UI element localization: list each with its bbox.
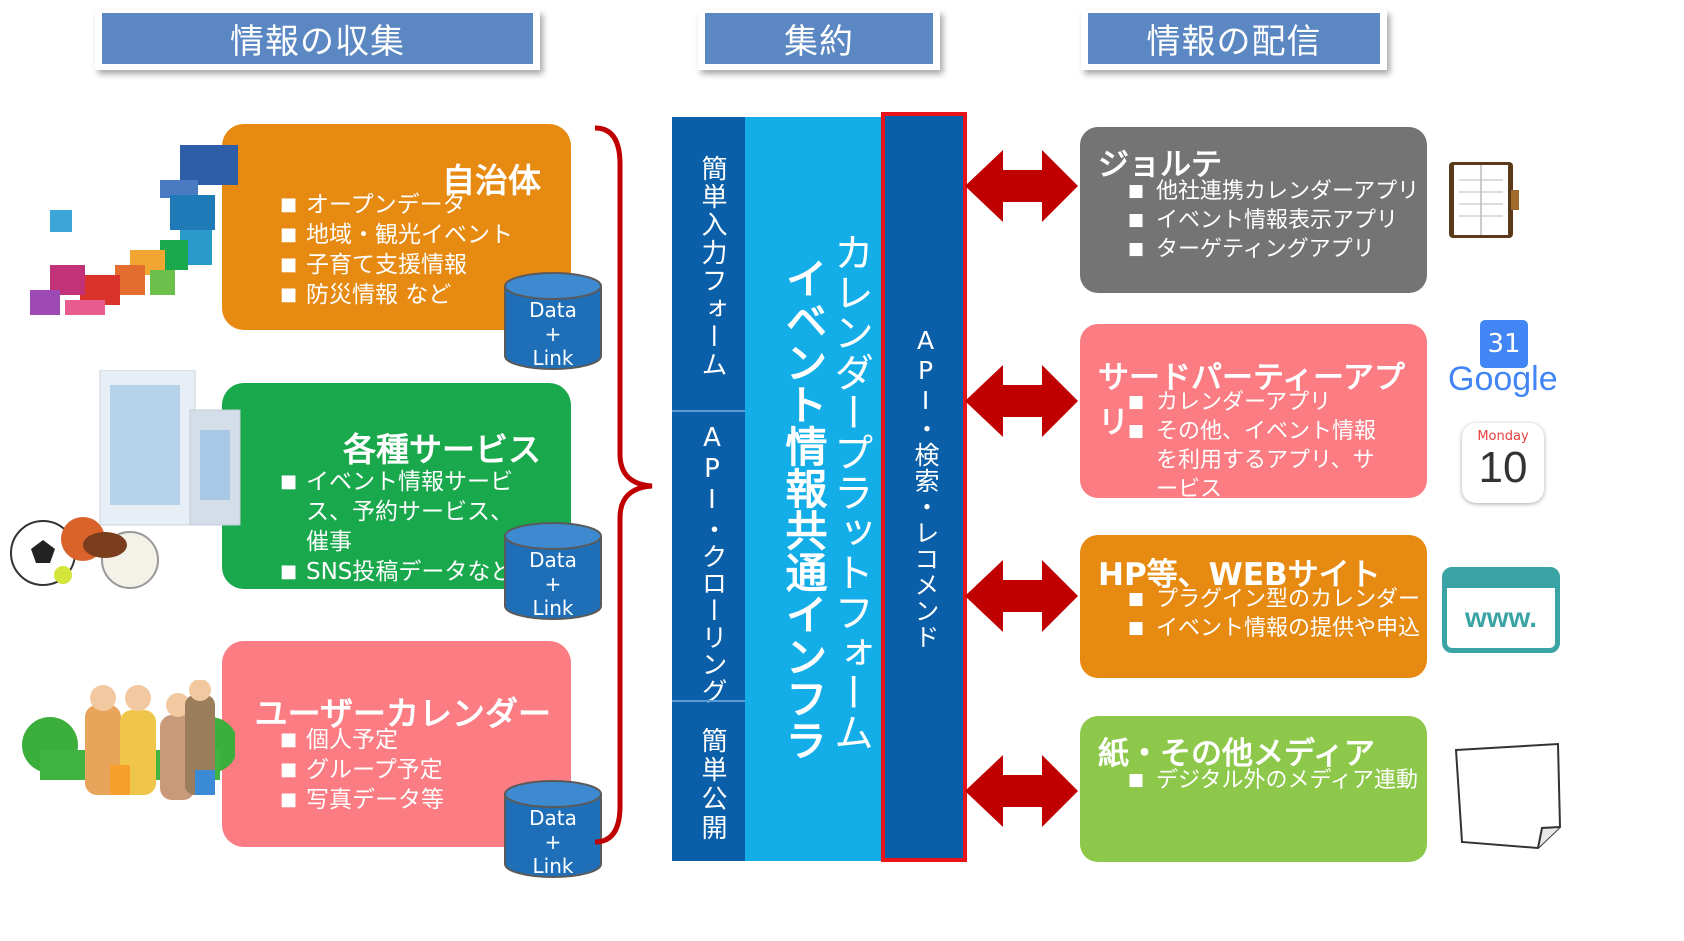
family-icon	[22, 680, 235, 800]
data-link-label: Data+Link	[529, 806, 577, 878]
data-link-label: Data+Link	[529, 548, 577, 620]
api-search-recommend-column: API・検索・レコメンド	[881, 112, 967, 862]
dest-website: HP等、WEBサイト プラグイン型のカレンダー イベント情報の提供や申込	[1080, 535, 1427, 678]
segment-api-crawling: API・クローリング	[697, 423, 727, 705]
data-cylinder-1: Data+Link	[502, 272, 604, 372]
segment-simple-publish: 簡単公開	[697, 727, 727, 843]
database-icon	[504, 780, 602, 878]
dest-third-party-list: カレンダーアプリ その他、イベント情報を利用するアプリ、サービス	[1128, 388, 1388, 504]
sports-balls-icon	[10, 517, 159, 589]
api-search-recommend-label: API・検索・レコメンド	[911, 326, 940, 650]
paper-note-icon	[1454, 742, 1562, 850]
data-link-label: Data+Link	[529, 298, 577, 370]
source-municipality: 自治体 オープンデータ 地域・観光イベント 子育て支援情報 防災情報 など	[222, 124, 571, 330]
ical-weekday: Monday	[1477, 429, 1529, 444]
google-logo: Google	[1448, 360, 1558, 398]
dest-jorte: ジョルテ 他社連携カレンダーアプリ イベント情報表示アプリ ターゲティングアプリ	[1080, 127, 1427, 293]
source-services-list: イベント情報サービス、予約サービス、催事 SNS投稿データなど	[280, 467, 520, 587]
platform-title-line2: イベント情報共通インフラ	[779, 257, 828, 761]
list-item: 防災情報 など	[280, 280, 513, 310]
list-item: オープンデータ	[280, 190, 513, 220]
dest-third-party: サードパーティーアプリ カレンダーアプリ その他、イベント情報を利用するアプリ、…	[1080, 324, 1427, 502]
list-item: 地域・観光イベント	[280, 220, 513, 250]
database-icon	[504, 272, 602, 370]
dest-jorte-list: 他社連携カレンダーアプリ イベント情報表示アプリ ターゲティングアプリ	[1128, 177, 1419, 264]
source-services-title: 各種サービス	[343, 430, 541, 469]
dest-paper-media: 紙・その他メディア デジタル外のメディア連動	[1080, 716, 1427, 862]
source-user-calendar: ユーザーカレンダー 個人予定 グループ予定 写真データ等	[222, 641, 571, 847]
notebook-icon	[1449, 162, 1519, 238]
list-item: 写真データ等	[280, 785, 444, 815]
platform-input-column: 簡単入力フォーム API・クローリング 簡単公開	[672, 117, 745, 861]
ical-icon: Monday 10	[1462, 423, 1544, 503]
header-collect: 情報の収集	[95, 10, 540, 70]
list-item: 個人予定	[280, 725, 444, 755]
list-item: 子育て支援情報	[280, 250, 513, 280]
header-aggregate: 集約	[698, 10, 940, 70]
list-item: イベント情報表示アプリ	[1128, 206, 1419, 235]
header-distribute-label: 情報の配信	[1088, 13, 1380, 64]
database-icon	[504, 522, 602, 620]
list-item: カレンダーアプリ	[1128, 388, 1388, 417]
dest-website-list: プラグイン型のカレンダー イベント情報の提供や申込	[1128, 585, 1420, 643]
bracket-icon	[594, 125, 653, 845]
www-text: www.	[1464, 602, 1538, 633]
list-item: イベント情報の提供や申込	[1128, 614, 1420, 643]
japan-map-icon	[30, 145, 238, 315]
list-item: 他社連携カレンダーアプリ	[1128, 177, 1419, 206]
header-collect-label: 情報の収集	[102, 13, 533, 64]
gcal-day: 31	[1487, 329, 1521, 359]
source-municipality-list: オープンデータ 地域・観光イベント 子育て支援情報 防災情報 など	[280, 190, 513, 310]
data-cylinder-2: Data+Link	[502, 522, 604, 622]
platform-main-column: カレンダープラットフォーム イベント情報共通インフラ	[745, 117, 881, 861]
source-user-calendar-list: 個人予定 グループ予定 写真データ等	[280, 725, 444, 815]
www-icon: www.	[1442, 567, 1560, 653]
arrow-both-1	[965, 150, 1078, 222]
arrow-both-4	[965, 755, 1078, 827]
list-item: イベント情報サービス、予約サービス、催事	[280, 467, 520, 557]
list-item: デジタル外のメディア連動	[1128, 766, 1418, 795]
platform-title-line1: カレンダープラットフォーム	[827, 232, 873, 752]
header-distribute: 情報の配信	[1081, 10, 1387, 70]
header-aggregate-label: 集約	[705, 13, 933, 64]
list-item: プラグイン型のカレンダー	[1128, 585, 1420, 614]
building-icon	[99, 370, 241, 526]
data-cylinder-3: Data+Link	[502, 780, 604, 880]
ical-day: 10	[1478, 443, 1528, 492]
arrow-both-2	[965, 365, 1078, 437]
google-calendar-icon: 31	[1480, 320, 1528, 368]
list-item: SNS投稿データなど	[280, 557, 520, 587]
segment-simple-input: 簡単入力フォーム	[697, 155, 727, 379]
list-item: その他、イベント情報を利用するアプリ、サービス	[1128, 417, 1388, 504]
list-item: グループ予定	[280, 755, 444, 785]
list-item: ターゲティングアプリ	[1128, 235, 1419, 264]
dest-paper-media-list: デジタル外のメディア連動	[1128, 766, 1418, 795]
arrow-both-3	[965, 560, 1078, 632]
